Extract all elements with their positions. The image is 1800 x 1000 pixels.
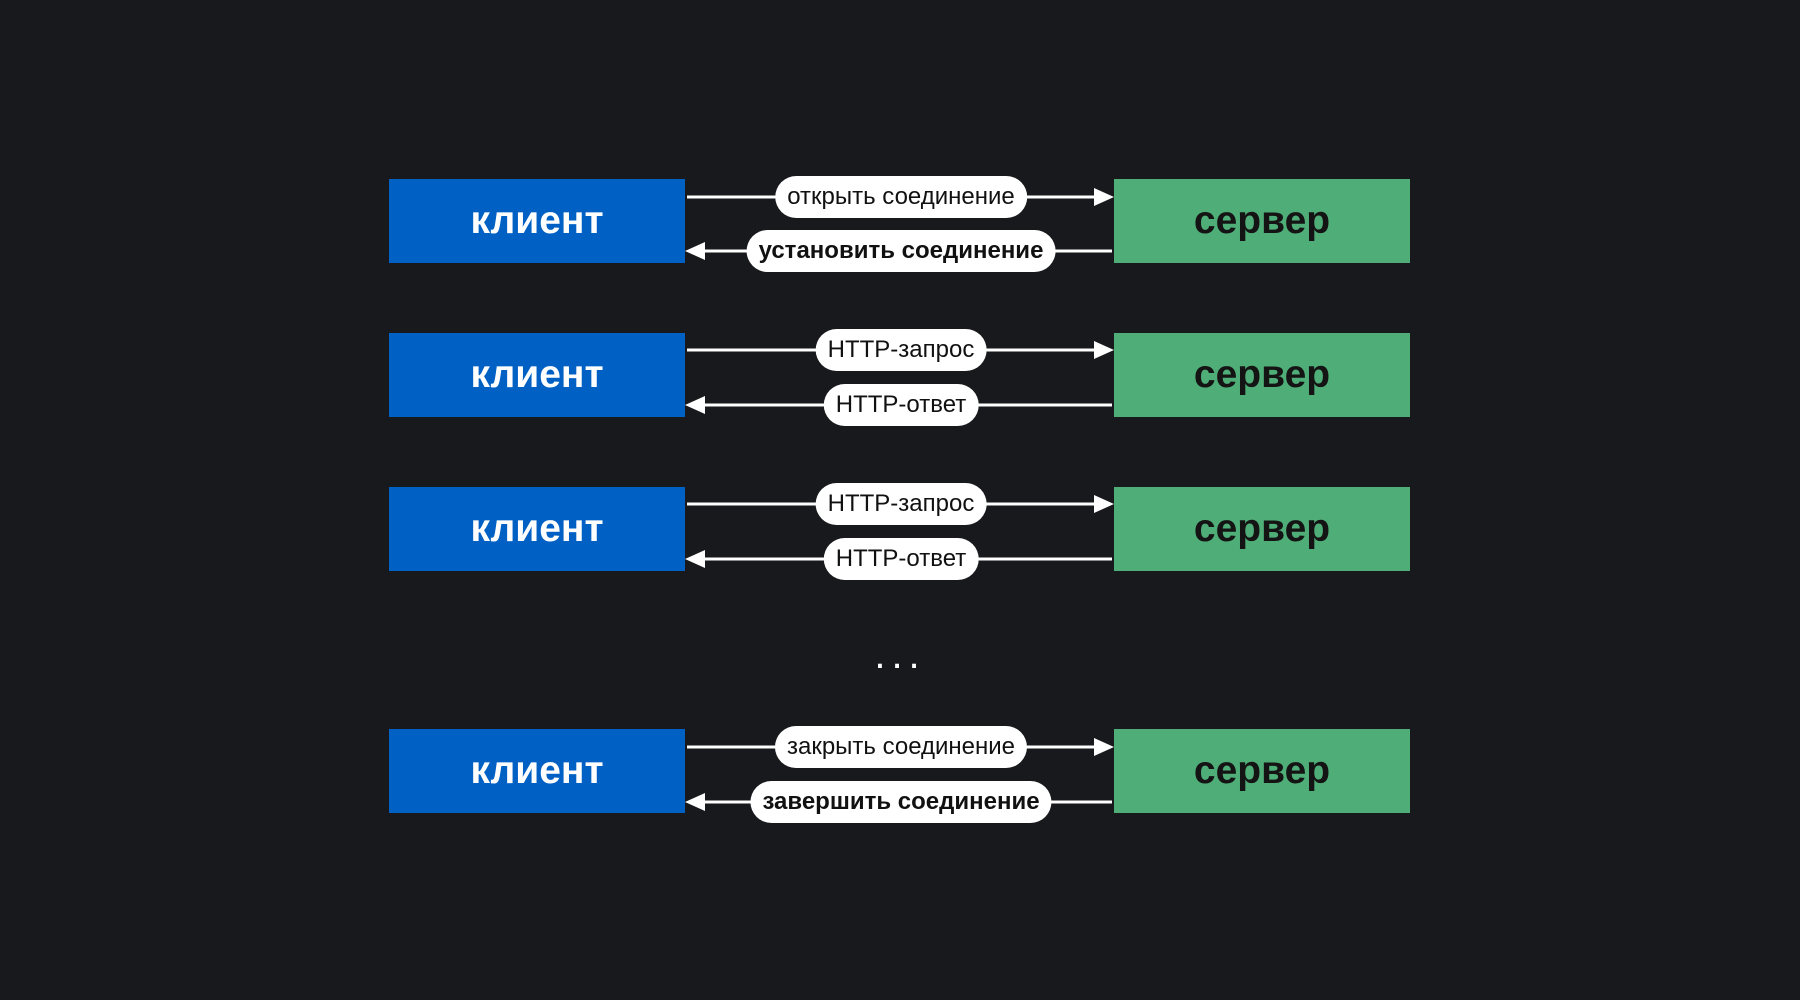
arrow-right-icon [1094,188,1114,206]
request-label: закрыть соединение [774,726,1028,768]
client-box: клиент [389,179,685,263]
arrow-left-icon [685,242,705,260]
server-box: сервер [1114,179,1410,263]
exchange-row-close: клиент сервер закрыть соединение заверши… [389,726,1410,823]
request-label: HTTP-запрос [815,329,987,371]
response-label: установить соединение [746,230,1056,272]
exchange-row-http-1: клиент сервер HTTP-запрос HTTP-ответ [389,329,1410,426]
server-box: сервер [1114,729,1410,813]
arrow-left-icon [685,396,705,414]
request-label: открыть соединение [775,176,1027,218]
continuation-ellipsis: ... [874,633,926,677]
arrow-right-icon [1094,738,1114,756]
arrow-left-icon [685,550,705,568]
client-box: клиент [389,729,685,813]
server-box: сервер [1114,333,1410,417]
client-box: клиент [389,487,685,571]
response-label: HTTP-ответ [823,538,979,580]
exchange-row-http-2: клиент сервер HTTP-запрос HTTP-ответ [389,483,1410,580]
server-box: сервер [1114,487,1410,571]
response-label: HTTP-ответ [823,384,979,426]
arrow-left-icon [685,793,705,811]
arrow-right-icon [1094,495,1114,513]
arrow-right-icon [1094,341,1114,359]
exchange-row-open: клиент сервер открыть соединение установ… [389,176,1410,272]
client-box: клиент [389,333,685,417]
request-label: HTTP-запрос [815,483,987,525]
response-label: завершить соединение [750,781,1052,823]
